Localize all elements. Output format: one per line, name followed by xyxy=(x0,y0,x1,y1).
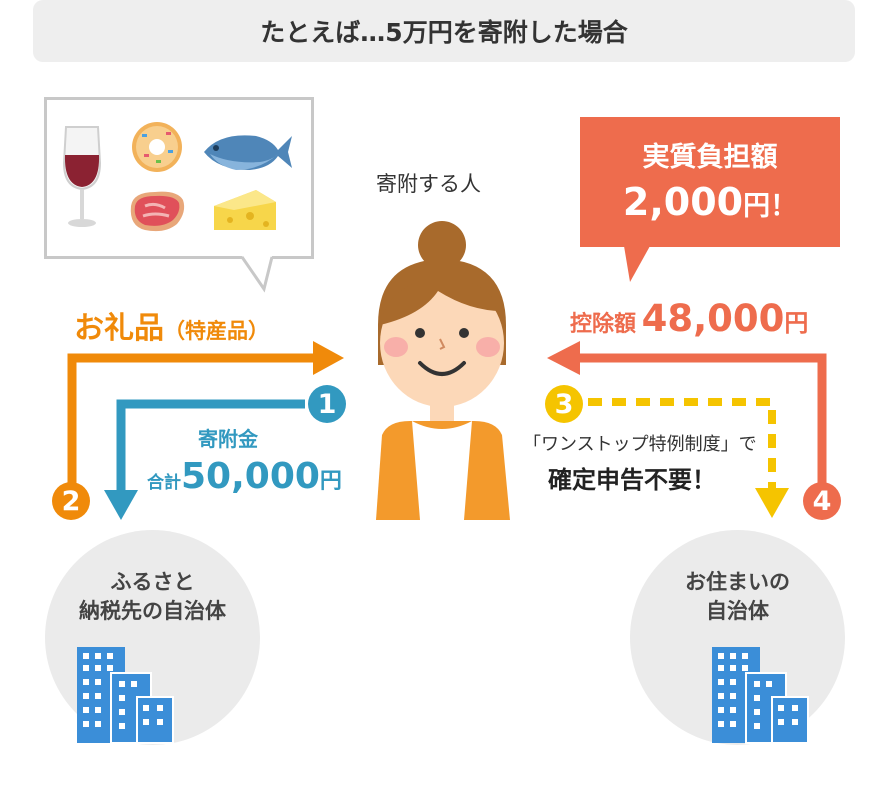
gift-label-main: お礼品 xyxy=(74,311,164,346)
donation-amount: 50,000 xyxy=(181,456,320,497)
deduction-amount: 48,000 xyxy=(641,297,785,340)
meat-icon xyxy=(130,191,185,232)
step-4-badge: 4 xyxy=(803,482,841,520)
donation-prefix: 合計 xyxy=(147,473,181,493)
giver-label: 寄附する人 xyxy=(376,172,481,196)
deduction-title: 控除額 xyxy=(570,312,637,337)
donation-arrow xyxy=(116,399,305,495)
burden-box: 実質負担額 2,000円！ xyxy=(580,117,840,247)
gift-bubble-tail xyxy=(240,256,274,293)
building-icon xyxy=(712,647,809,744)
onestop-arrowhead xyxy=(755,488,789,518)
gift-arrow xyxy=(67,353,318,497)
donation-label: 寄附金 xyxy=(198,427,258,451)
no-return-label: 確定申告不要！ xyxy=(548,466,716,494)
onestop-arrow xyxy=(588,398,776,490)
burden-amount: 2,000 xyxy=(622,180,744,224)
hometown-label: ふるさと 納税先の自治体 xyxy=(45,568,260,627)
donation-arrowhead xyxy=(104,490,138,520)
cheese-icon xyxy=(214,190,276,230)
step-3-badge: 3 xyxy=(545,385,583,423)
deduction-label: 控除額 48,000円 xyxy=(570,297,808,340)
burden-tail xyxy=(624,246,650,282)
residence-line2: 自治体 xyxy=(706,599,769,624)
wine-icon xyxy=(62,126,102,227)
person-icon xyxy=(376,221,510,520)
donut-icon xyxy=(132,122,182,172)
onestop-label: 「ワンストップ特例制度」で xyxy=(523,434,757,455)
donation-total: 合計50,000円 xyxy=(147,456,342,497)
residence-label: お住まいの 自治体 xyxy=(630,568,845,627)
step-1-badge: 1 xyxy=(308,385,346,423)
burden-label: 実質負担額 xyxy=(642,142,778,173)
hometown-line1: ふるさと xyxy=(110,570,195,594)
residence-line1: お住まいの xyxy=(685,570,790,594)
fish-icon xyxy=(204,135,292,170)
gift-arrowhead xyxy=(313,341,344,375)
donation-unit: 円 xyxy=(319,469,342,494)
gift-label-sub: （特産品） xyxy=(164,319,269,343)
gift-label: お礼品（特産品） xyxy=(74,303,269,347)
page-title: たとえば…5万円を寄附した場合 xyxy=(260,18,628,47)
deduction-arrowhead xyxy=(547,341,580,375)
title-banner: たとえば…5万円を寄附した場合 xyxy=(33,0,855,62)
burden-unit: 円！ xyxy=(743,191,798,222)
deduction-unit: 円 xyxy=(784,309,809,337)
burden-amount-line: 2,000円！ xyxy=(580,180,840,224)
deduction-arrow xyxy=(575,353,827,497)
hometown-line2: 納税先の自治体 xyxy=(79,599,226,624)
step-2-badge: 2 xyxy=(52,482,90,520)
building-icon xyxy=(77,647,174,744)
